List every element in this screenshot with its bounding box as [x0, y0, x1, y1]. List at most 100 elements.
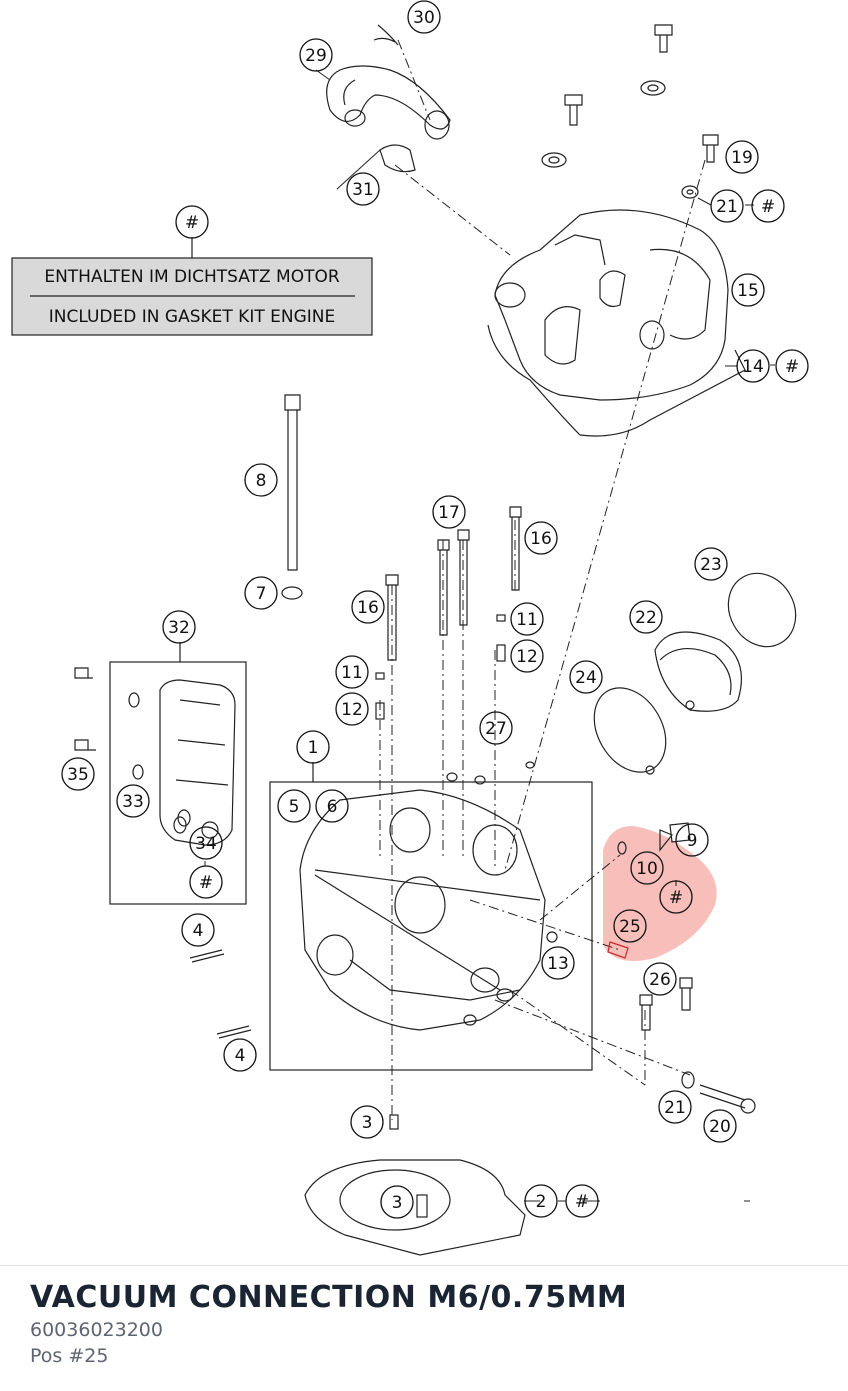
callout-label: 21 — [664, 1098, 686, 1118]
callout-label: 9 — [687, 831, 698, 851]
callout-label: 15 — [737, 281, 759, 301]
intake-assembly-drawing — [593, 572, 797, 775]
callout-label: 35 — [67, 765, 89, 785]
callout-c14-hash[interactable]: # — [775, 349, 809, 383]
callout-label: # — [199, 873, 213, 893]
callout-circle — [510, 639, 544, 673]
callout-c19[interactable]: 19 — [725, 140, 759, 174]
callout-circle — [380, 1185, 414, 1219]
callout-circle — [479, 711, 513, 745]
callout-c20[interactable]: 20 — [703, 1109, 737, 1143]
callout-circle — [189, 826, 223, 860]
callout-c27[interactable]: 27 — [479, 711, 513, 745]
head-gasket-drawing — [304, 1114, 526, 1256]
callout-circle — [244, 576, 278, 610]
valve-cover-drawing — [487, 209, 746, 437]
callout-label: 13 — [547, 954, 569, 974]
callout-label: # — [785, 357, 799, 377]
callout-label: 7 — [256, 584, 267, 604]
callout-label: 14 — [742, 357, 764, 377]
callout-c34-hash[interactable]: # — [189, 865, 223, 899]
callout-label: 12 — [341, 700, 363, 720]
callout-c3b[interactable]: 3 — [380, 1185, 414, 1219]
callout-c12b[interactable]: 12 — [335, 692, 369, 726]
callout-label: # — [185, 213, 199, 233]
callout-c5[interactable]: 5 — [277, 789, 311, 823]
callout-circle — [432, 495, 466, 529]
callout-label: # — [669, 888, 683, 908]
callout-label: 26 — [649, 970, 671, 990]
callout-c22[interactable]: 22 — [629, 600, 663, 634]
callout-c16a[interactable]: 16 — [524, 521, 558, 555]
callout-c10[interactable]: 10 — [630, 851, 664, 885]
callout-c16b[interactable]: 16 — [351, 590, 385, 624]
callout-label: 34 — [195, 834, 217, 854]
callout-c-legend-hash[interactable]: # — [175, 205, 209, 239]
part-info-panel: VACUUM CONNECTION M6/0.75MM 60036023200 … — [0, 1265, 848, 1391]
legend-line2: INCLUDED IN GASKET KIT ENGINE — [49, 307, 335, 327]
callout-c32[interactable]: 32 — [162, 610, 196, 644]
callout-c25[interactable]: 25 — [613, 909, 647, 943]
gasket-kit-legend: ENTHALTEN IM DICHTSATZ MOTOR INCLUDED IN… — [11, 237, 373, 336]
callout-c11b[interactable]: 11 — [335, 655, 369, 689]
callout-label: 19 — [731, 148, 753, 168]
callout-c21b[interactable]: 21 — [658, 1090, 692, 1124]
callout-c2[interactable]: 2 — [524, 1184, 558, 1218]
callout-circle — [703, 1109, 737, 1143]
callout-label: 2 — [536, 1192, 547, 1212]
callout-circle — [775, 349, 809, 383]
callout-label: 21 — [716, 197, 738, 217]
legend-line1: ENTHALTEN IM DICHTSATZ MOTOR — [44, 267, 340, 287]
callout-c26[interactable]: 26 — [643, 962, 677, 996]
sensor-and-vacuum-port-drawing — [607, 822, 691, 959]
callout-label: 5 — [289, 797, 300, 817]
callout-circle — [541, 946, 575, 980]
callout-c23[interactable]: 23 — [694, 547, 728, 581]
callout-circle — [659, 880, 693, 914]
callout-c8[interactable]: 8 — [244, 463, 278, 497]
callout-c11a[interactable]: 11 — [510, 602, 544, 636]
callout-label: 4 — [235, 1046, 246, 1066]
top-fasteners-drawing — [541, 24, 719, 199]
callout-c7[interactable]: 7 — [244, 576, 278, 610]
callout-c17[interactable]: 17 — [432, 495, 466, 529]
callout-c2-hash[interactable]: # — [565, 1184, 599, 1218]
callout-c10-hash[interactable]: # — [659, 880, 693, 914]
callout-circle — [524, 1184, 558, 1218]
part-number: 60036023200 — [30, 1319, 163, 1341]
dowel-pins-drawing — [189, 949, 252, 1039]
callout-c31[interactable]: 31 — [346, 172, 380, 206]
callout-c21a[interactable]: 21 — [710, 189, 744, 223]
callout-label: 11 — [341, 663, 363, 683]
callout-c24[interactable]: 24 — [569, 660, 603, 694]
callout-c33[interactable]: 33 — [116, 784, 150, 818]
callout-circle — [346, 172, 380, 206]
callout-c4a[interactable]: 4 — [181, 913, 215, 947]
callout-c21a-hash[interactable]: # — [751, 189, 785, 223]
callout-c9[interactable]: 9 — [675, 823, 709, 857]
callout-c15[interactable]: 15 — [731, 273, 765, 307]
cylinder-head-drawing — [269, 761, 593, 1071]
callout-c6[interactable]: 6 — [315, 789, 349, 823]
callout-c4b[interactable]: 4 — [223, 1038, 257, 1072]
right-fasteners-drawing — [639, 977, 756, 1114]
callout-c3a[interactable]: 3 — [350, 1105, 384, 1139]
callout-label: 29 — [305, 46, 327, 66]
callout-c12a[interactable]: 12 — [510, 639, 544, 673]
callout-label: 25 — [619, 917, 641, 937]
callout-circle — [613, 909, 647, 943]
callout-c13[interactable]: 13 — [541, 946, 575, 980]
callout-circle — [629, 600, 663, 634]
callout-label: 4 — [193, 921, 204, 941]
callout-label: 11 — [516, 610, 538, 630]
callout-c1[interactable]: 1 — [296, 730, 330, 764]
callout-c14[interactable]: 14 — [736, 349, 770, 383]
callout-c29[interactable]: 29 — [299, 38, 333, 72]
callout-c35[interactable]: 35 — [61, 757, 95, 791]
callout-c34[interactable]: 34 — [189, 826, 223, 860]
callout-label: 3 — [362, 1113, 373, 1133]
callout-label: 10 — [636, 859, 658, 879]
callout-label: 12 — [516, 647, 538, 667]
callout-circle — [694, 547, 728, 581]
callout-c30[interactable]: 30 — [407, 0, 441, 34]
